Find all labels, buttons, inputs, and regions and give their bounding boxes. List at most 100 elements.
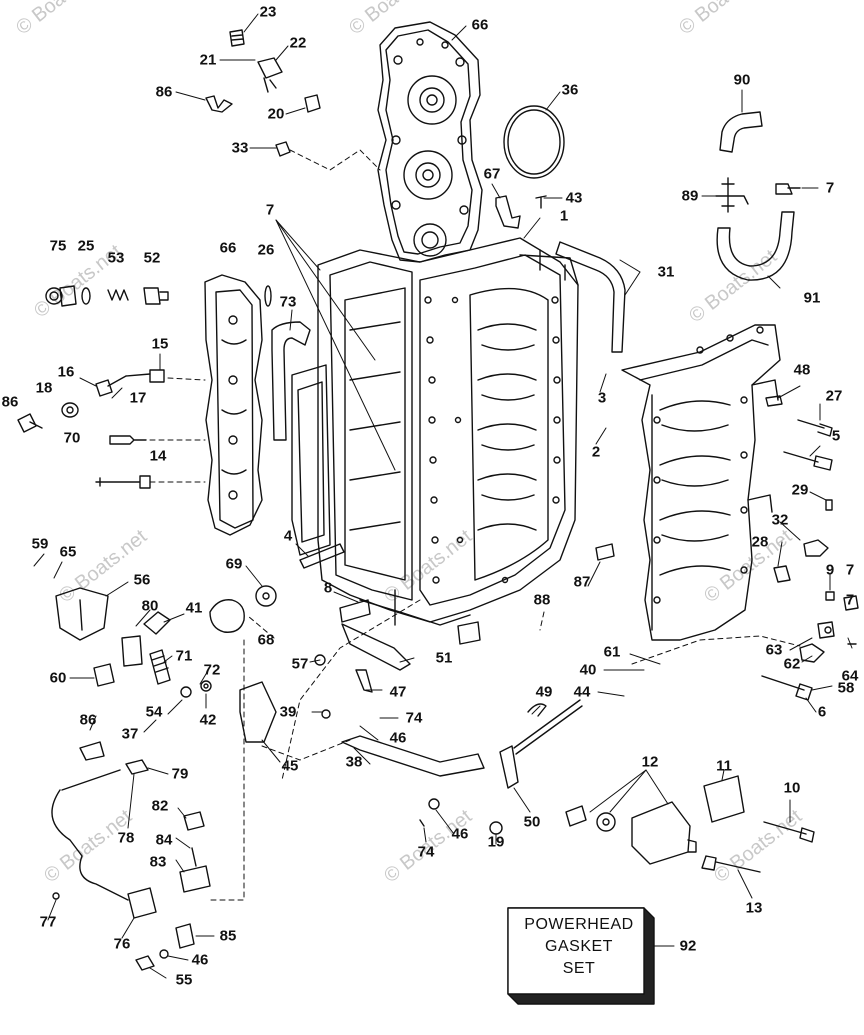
callout-71: 71 [175, 647, 193, 665]
block-bolt-holes [424, 296, 561, 584]
callout-66: 66 [219, 239, 237, 257]
callout-92: 92 [679, 937, 697, 955]
callout-67: 67 [483, 165, 501, 183]
callout-48: 48 [793, 361, 811, 379]
callout-53: 53 [107, 249, 125, 267]
callout-44: 44 [573, 683, 591, 701]
callout-64: 64 [841, 667, 859, 685]
callout-68: 68 [257, 631, 275, 649]
gasket-set-box-shape [507, 907, 655, 1005]
callout-42: 42 [199, 711, 217, 729]
callout-13: 13 [745, 899, 763, 917]
callout-49: 49 [535, 683, 553, 701]
callout-56: 56 [133, 571, 151, 589]
callout-89: 89 [681, 187, 699, 205]
callout-55: 55 [175, 971, 193, 989]
callout-70: 70 [63, 429, 81, 447]
callout-7: 7 [825, 179, 835, 197]
callout-6: 6 [817, 703, 827, 721]
callout-12: 12 [641, 753, 659, 771]
callout-74: 74 [405, 709, 423, 727]
cylinder-block [291, 237, 579, 626]
callout-87: 87 [573, 573, 591, 591]
leader-lines [33, 13, 853, 979]
callout-41: 41 [185, 599, 203, 617]
callout-62: 62 [783, 655, 801, 673]
callout-47: 47 [389, 683, 407, 701]
gasket-set-line-1: POWERHEAD [524, 916, 634, 933]
callout-88: 88 [533, 591, 551, 609]
cylinder-head-gasket [377, 21, 483, 263]
callout-51: 51 [435, 649, 453, 667]
callout-86: 86 [79, 711, 97, 729]
callout-63: 63 [765, 641, 783, 659]
crankcase-cover [621, 324, 781, 641]
callout-37: 37 [121, 725, 139, 743]
callout-33: 33 [231, 139, 249, 157]
callout-3: 3 [597, 389, 607, 407]
callout-57: 57 [291, 655, 309, 673]
gasket-set-line-2: GASKET [545, 938, 613, 955]
callout-36: 36 [561, 81, 579, 99]
callout-8: 8 [323, 579, 333, 597]
callout-54: 54 [145, 703, 163, 721]
left-small-parts [17, 285, 169, 489]
right-small-parts [761, 395, 859, 701]
callout-15: 15 [151, 335, 169, 353]
callout-91: 91 [803, 289, 821, 307]
callout-77: 77 [39, 913, 57, 931]
lower-right-parts [419, 775, 815, 873]
callout-46: 46 [451, 825, 469, 843]
callout-21: 21 [199, 51, 217, 69]
callout-86: 86 [1, 393, 19, 411]
callout-27: 27 [825, 387, 843, 405]
callout-84: 84 [155, 831, 173, 849]
hose-parts [271, 111, 795, 441]
callout-69: 69 [225, 555, 243, 573]
gasket-set-line-3: SET [562, 960, 596, 977]
callout-58: 58 [837, 679, 855, 697]
hose-91 [716, 211, 795, 281]
top-left-parts [205, 29, 547, 229]
callout-39: 39 [279, 703, 297, 721]
callout-61: 61 [603, 643, 621, 661]
callout-20: 20 [267, 105, 285, 123]
exhaust-cover-gasket [204, 274, 263, 536]
callout-82: 82 [151, 797, 169, 815]
gasket-set-box: POWERHEAD GASKET SET [518, 914, 640, 980]
o-rings [264, 105, 565, 307]
callout-65: 65 [59, 543, 77, 561]
callout-28: 28 [751, 533, 769, 551]
callout-2: 2 [591, 443, 601, 461]
callout-18: 18 [35, 379, 53, 397]
callout-79: 79 [171, 765, 189, 783]
callout-60: 60 [49, 669, 67, 687]
callout-1: 1 [559, 207, 569, 225]
callout-40: 40 [579, 661, 597, 679]
callout-74: 74 [417, 843, 435, 861]
elbow-90 [719, 111, 763, 153]
linkage-parts [239, 623, 583, 789]
callout-85: 85 [219, 927, 237, 945]
middle-parts [55, 543, 615, 698]
callout-23: 23 [259, 3, 277, 21]
callout-10: 10 [783, 779, 801, 797]
callout-11: 11 [716, 757, 732, 775]
callout-50: 50 [523, 813, 541, 831]
callout-14: 14 [149, 447, 167, 465]
callout-73: 73 [279, 293, 297, 311]
callout-45: 45 [281, 757, 299, 775]
callout-86: 86 [155, 83, 173, 101]
callout-83: 83 [149, 853, 167, 871]
callout-16: 16 [57, 363, 75, 381]
callout-38: 38 [345, 753, 363, 771]
callout-76: 76 [113, 935, 131, 953]
hose-73 [271, 321, 311, 441]
callout-31: 31 [657, 263, 675, 281]
callout-19: 19 [487, 833, 505, 851]
callout-25: 25 [77, 237, 95, 255]
callout-22: 22 [289, 34, 307, 52]
callout-32: 32 [771, 511, 789, 529]
callout-43: 43 [565, 189, 583, 207]
hose-31 [555, 241, 626, 353]
